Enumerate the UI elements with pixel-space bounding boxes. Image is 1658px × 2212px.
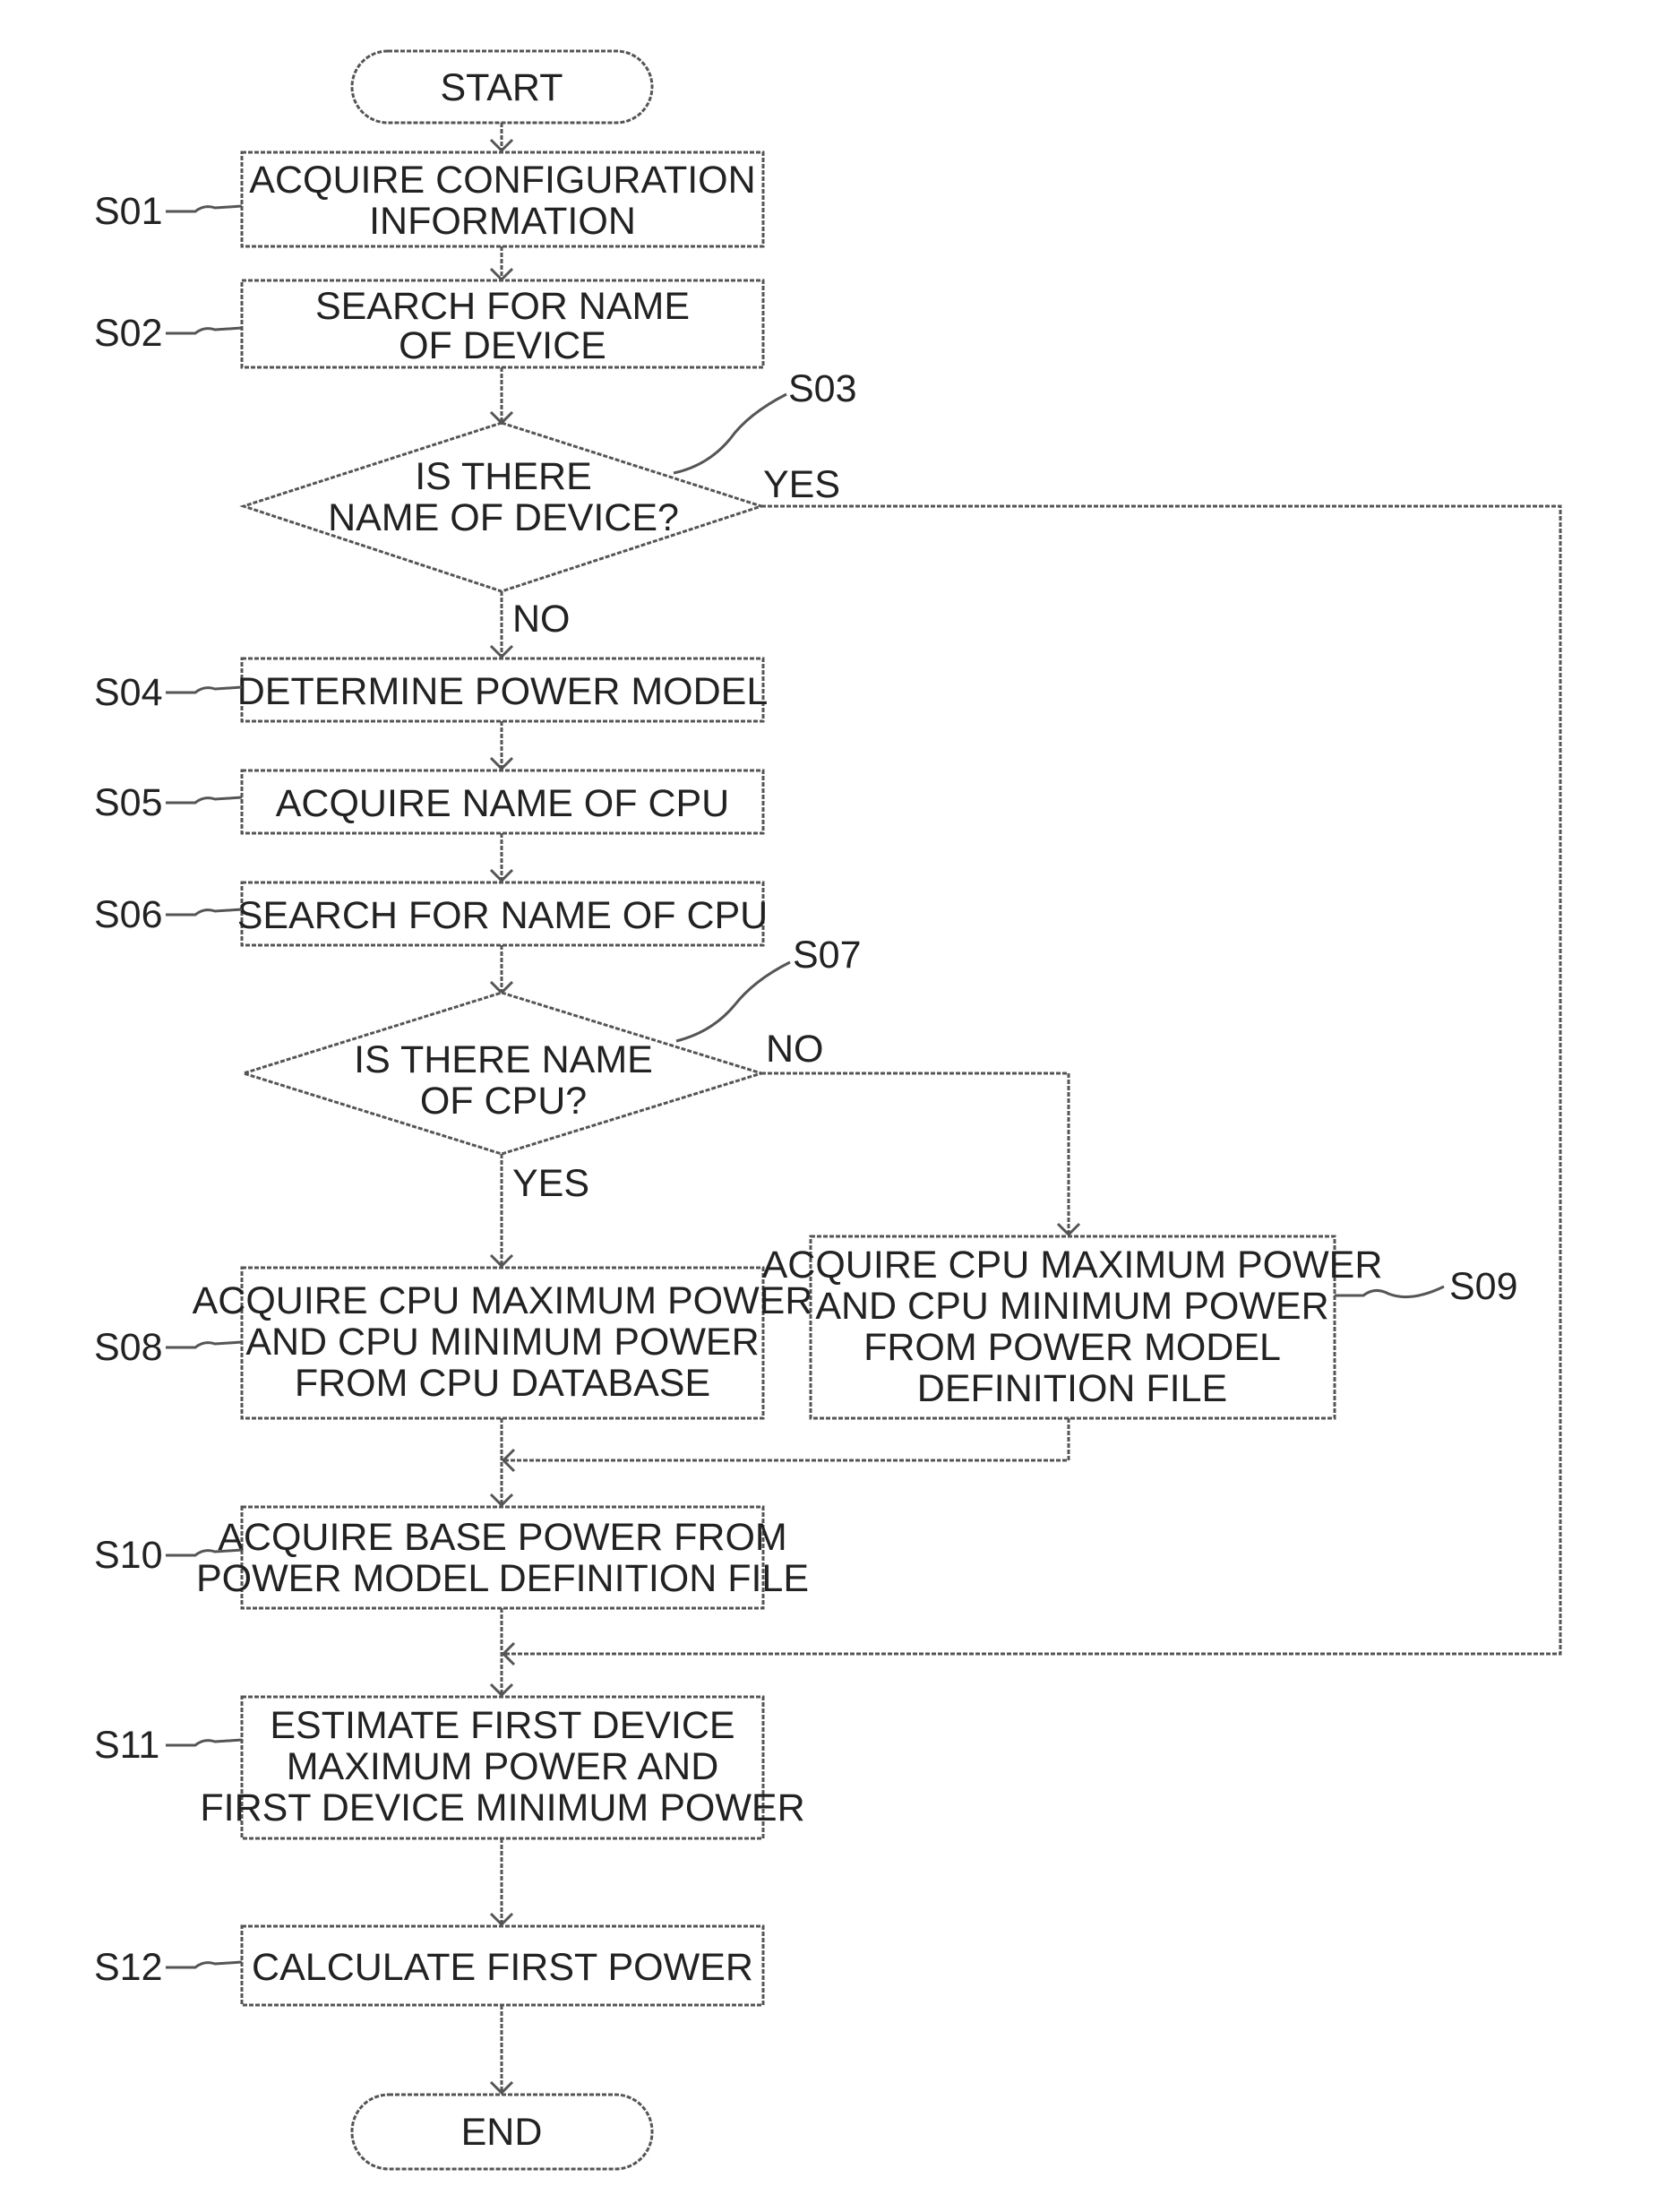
- step-s01-leader: [166, 206, 242, 211]
- step-s09: ACQUIRE CPU MAXIMUM POWER AND CPU MINIMU…: [762, 1236, 1518, 1418]
- step-s12: CALCULATE FIRST POWER S12: [94, 1926, 763, 2005]
- step-s06-text: SEARCH FOR NAME OF CPU: [237, 894, 769, 937]
- step-s09-id: S09: [1449, 1265, 1518, 1308]
- step-s11-leader: [166, 1740, 242, 1745]
- step-s01-text-line-2: INFORMATION: [369, 200, 636, 243]
- step-s09-leader: [1335, 1287, 1444, 1297]
- step-s01-id: S01: [94, 190, 163, 233]
- step-s08-leader: [166, 1342, 242, 1347]
- decision-s03-id: S03: [788, 367, 857, 410]
- decision-s07-text-line-1: IS THERE NAME: [354, 1038, 653, 1081]
- step-s10-text-line-1: ACQUIRE BASE POWER FROM: [218, 1516, 787, 1559]
- step-s02-text-line-2: OF DEVICE: [399, 324, 606, 367]
- step-s06-leader: [166, 909, 242, 915]
- step-s02-text-line-1: SEARCH FOR NAME: [315, 285, 690, 328]
- decision-s03-no-label: NO: [512, 598, 571, 641]
- step-s09-text-line-3: FROM POWER MODEL: [863, 1326, 1281, 1369]
- step-s04-id: S04: [94, 671, 163, 714]
- step-s11-text-line-1: ESTIMATE FIRST DEVICE: [270, 1704, 735, 1747]
- decision-s07-yes-label: YES: [512, 1162, 589, 1205]
- connector-s07-s09: [761, 1073, 1069, 1235]
- decision-s07-id: S07: [793, 934, 862, 977]
- decision-s03-leader: [674, 394, 786, 473]
- step-s10: ACQUIRE BASE POWER FROM POWER MODEL DEFI…: [94, 1507, 809, 1608]
- start-terminal: START: [352, 51, 652, 123]
- decision-s03-yes-label: YES: [763, 463, 840, 506]
- step-s06: SEARCH FOR NAME OF CPU S06: [94, 882, 768, 945]
- decision-s03-text-line-1: IS THERE: [415, 455, 592, 498]
- step-s06-id: S06: [94, 893, 163, 936]
- decision-s03: IS THERE NAME OF DEVICE? S03 YES NO: [244, 367, 857, 641]
- decision-s07: IS THERE NAME OF CPU? S07 NO YES: [244, 934, 862, 1205]
- step-s08-text-line-3: FROM CPU DATABASE: [295, 1362, 710, 1405]
- step-s08-id: S08: [94, 1326, 163, 1369]
- decision-s07-no-label: NO: [766, 1028, 824, 1071]
- step-s10-id: S10: [94, 1534, 163, 1577]
- step-s08-text-line-2: AND CPU MINIMUM POWER: [245, 1321, 759, 1364]
- step-s05-id: S05: [94, 781, 163, 824]
- step-s11: ESTIMATE FIRST DEVICE MAXIMUM POWER AND …: [94, 1697, 805, 1838]
- end-terminal: END: [352, 2095, 652, 2169]
- step-s01: ACQUIRE CONFIGURATION INFORMATION S01: [94, 152, 763, 246]
- step-s12-id: S12: [94, 1946, 163, 1989]
- step-s01-text-line-1: ACQUIRE CONFIGURATION: [249, 159, 755, 202]
- step-s05-leader: [166, 797, 242, 803]
- step-s12-leader: [166, 1962, 242, 1967]
- decision-s07-text-line-2: OF CPU?: [420, 1080, 587, 1123]
- step-s02-leader: [166, 328, 242, 333]
- step-s08-text-line-1: ACQUIRE CPU MAXIMUM POWER: [193, 1279, 813, 1322]
- step-s09-text-line-2: AND CPU MINIMUM POWER: [815, 1285, 1328, 1328]
- decision-s03-text-line-2: NAME OF DEVICE?: [328, 496, 679, 539]
- step-s11-id: S11: [94, 1724, 159, 1767]
- start-label: START: [441, 66, 563, 109]
- step-s04-leader: [166, 687, 242, 693]
- step-s05: ACQUIRE NAME OF CPU S05: [94, 770, 763, 833]
- step-s11-text-line-2: MAXIMUM POWER AND: [287, 1745, 719, 1788]
- step-s05-text: ACQUIRE NAME OF CPU: [276, 782, 730, 825]
- step-s09-text-line-4: DEFINITION FILE: [917, 1367, 1227, 1410]
- end-label: END: [461, 2111, 543, 2154]
- step-s11-text-line-3: FIRST DEVICE MINIMUM POWER: [200, 1786, 804, 1829]
- step-s02-id: S02: [94, 312, 163, 355]
- connector-s09-merge: [503, 1418, 1069, 1460]
- step-s10-text-line-2: POWER MODEL DEFINITION FILE: [196, 1557, 809, 1600]
- step-s12-text: CALCULATE FIRST POWER: [252, 1946, 753, 1989]
- step-s08: ACQUIRE CPU MAXIMUM POWER AND CPU MINIMU…: [94, 1268, 812, 1418]
- step-s04: DETERMINE POWER MODEL S04: [94, 658, 768, 721]
- step-s04-text: DETERMINE POWER MODEL: [237, 670, 769, 713]
- step-s09-text-line-1: ACQUIRE CPU MAXIMUM POWER: [762, 1244, 1383, 1287]
- step-s02: SEARCH FOR NAME OF DEVICE S02: [94, 280, 763, 367]
